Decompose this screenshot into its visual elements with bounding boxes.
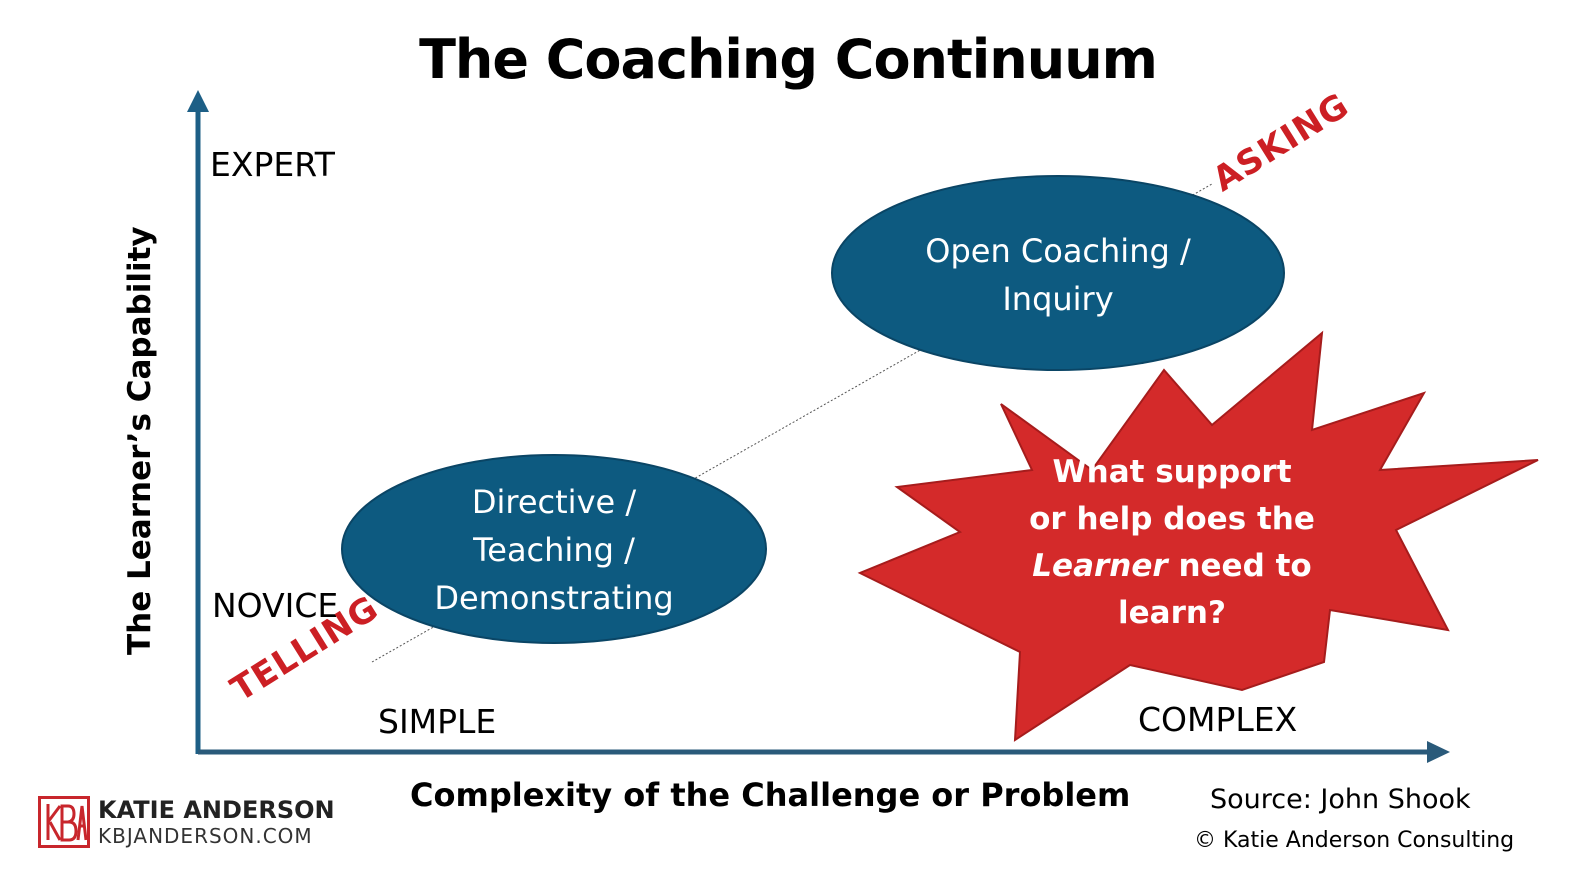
oval-directive-line3: Demonstrating [434,579,674,617]
y-axis-bottom-label: NOVICE [212,586,339,625]
callout-line3-rest: need to [1167,548,1312,584]
y-axis-title: The Learner’s Capability [122,226,158,655]
oval-directive-line1: Directive / [471,483,637,521]
oval-coaching-text: Open Coaching / Inquiry [888,227,1228,323]
x-axis-arrowhead [1427,741,1450,763]
oval-coaching-line2: Inquiry [1002,280,1114,318]
y-axis-top-label: EXPERT [210,145,335,184]
x-axis-left-label: SIMPLE [378,702,497,741]
callout-line2: or help does the [1029,501,1315,537]
callout-starburst [857,330,1539,742]
callout-line3-italic: Learner [1032,548,1168,584]
copyright-notice: © Katie Anderson Consulting [1194,828,1515,853]
x-axis-title: Complexity of the Challenge or Problem [410,776,1131,814]
diagram-title: The Coaching Continuum [419,28,1158,91]
callout-line3: Learner need to [1022,543,1322,590]
logo-frame [38,796,90,848]
x-axis-right-label: COMPLEX [1138,700,1298,739]
oval-directive-line2: Teaching / [473,531,635,569]
callout-line1: What support [1052,454,1292,490]
logo-monogram-icon [46,804,88,842]
brand-name: KATIE ANDERSON [98,796,335,824]
oval-directive-teaching [341,454,767,644]
brand-url: KBJANDERSON.COM [98,824,313,848]
oval-open-coaching [831,175,1285,371]
oval-coaching-line1: Open Coaching / [925,232,1191,270]
oval-directive-text: Directive / Teaching / Demonstrating [404,478,704,622]
y-axis-arrowhead [187,90,209,112]
source-credit: Source: John Shook [1210,784,1471,815]
callout-question: What support or help does the Learner ne… [1022,449,1322,637]
callout-line4: learn? [1118,595,1226,631]
